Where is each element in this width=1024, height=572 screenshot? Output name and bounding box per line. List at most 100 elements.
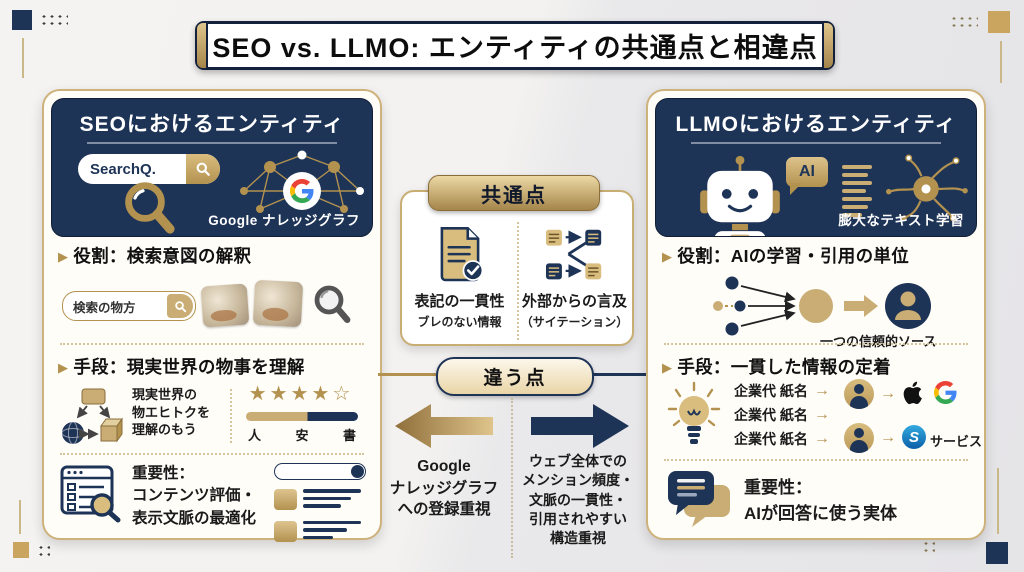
robot-icon (700, 155, 780, 236)
person-icon (844, 379, 874, 409)
magnifier-icon (196, 162, 210, 176)
diff-right-text: ウェブ全体での メンション頻度・ 文脈の一貫性・ 引用されやすい 構造重視 (522, 453, 634, 547)
serp-thumbnail (274, 489, 297, 510)
text-lines-icon (842, 165, 874, 217)
common-item-consistency: 表記の一貫性 ブレのない情報 (402, 218, 517, 338)
content-audit-icon (60, 465, 121, 523)
title-banner: SEO vs. LLMO: エンティティの共通点と相違点 (195, 21, 835, 70)
separator (60, 343, 364, 345)
rating-bar (246, 412, 358, 421)
serp-mockup (274, 463, 366, 543)
llmo-header-rule (691, 142, 941, 144)
company-name-text: 企業代 紙名 (734, 383, 808, 399)
service-logo-icon: S (902, 425, 926, 449)
rating-label-3: 書 (342, 428, 356, 443)
neuron-icon (886, 154, 968, 222)
common-item-subtitle: ブレのない情報 (417, 315, 502, 329)
llmo-method-heading: 手段：一貫した情報の定着 (662, 354, 891, 379)
apple-icon (903, 381, 922, 405)
diff-left-text: Google ナレッジグラフ への登録重視 (389, 458, 499, 519)
company-name-row: 企業代 紙名 → (734, 429, 830, 449)
magnifier-gray-icon (314, 285, 351, 323)
service-logo-letter: S (908, 428, 919, 446)
corner-dots-bottom-right-2 (922, 540, 935, 552)
separator (60, 453, 364, 455)
google-icon (934, 381, 957, 404)
serp-search-bar (274, 463, 366, 480)
lightbulb-icon (667, 381, 721, 444)
accent-line-top-right (1000, 41, 1002, 83)
arrow-right-icon: → (813, 430, 830, 447)
seo-panel-header: SEOにおけるエンティティ SearchQ. (51, 98, 373, 237)
separator (230, 389, 232, 443)
difference-badge: 違う点 (436, 357, 594, 396)
rating-labels: 人 安 書 (248, 425, 356, 444)
corner-square-top-left (12, 10, 32, 30)
corner-dots-top-left (40, 13, 68, 26)
llmo-panel-title: LLMOにおけるエンティティ (675, 113, 957, 136)
corner-dots-bottom-left (37, 544, 50, 556)
arrow-right-icon: → (813, 382, 830, 399)
magnifier-large-icon (125, 182, 175, 234)
star-rating: ★★★★☆ (248, 383, 354, 405)
title-gold-cap-right (822, 23, 833, 68)
common-item-citation: 外部からの言及 （サイテーション） (517, 218, 632, 338)
person-icon (844, 423, 874, 453)
common-points-card: 表記の一貫性 ブレのない情報 (400, 190, 634, 346)
ai-bubble-icon: AI (786, 157, 828, 195)
company-name-row: 企業代 紙名 → (734, 381, 830, 401)
accent-line-top-left (22, 38, 24, 78)
separator (664, 343, 968, 345)
seo-method-note: 現実世界の 物エヒトクを 理解のもう (132, 387, 211, 438)
llmo-importance-text: 重要性： AIが回答に使う実体 (744, 478, 897, 524)
common-item-subtitle: （サイテーション） (520, 315, 629, 329)
llmo-role-caption: 一つの信頼的ソース (820, 334, 937, 349)
serp-result-row (274, 520, 366, 544)
mini-search-button-icon (167, 294, 193, 318)
seo-method-heading: 手段：現実世界の物事を理解 (58, 354, 305, 379)
entity-cube-diagram-icon (61, 388, 123, 445)
knowledge-graph-icon (240, 150, 364, 213)
source-convergence-diagram (713, 276, 931, 336)
left-arrow-icon (395, 404, 493, 448)
llmo-panel-header: LLMOにおけるエンティティ AI (655, 98, 977, 237)
citation-network-icon (545, 229, 601, 280)
corner-square-top-right (988, 11, 1010, 33)
accent-line-bottom-left (19, 500, 21, 534)
seo-importance-text: 重要性： コンテンツ評価・ 表示文脈の最適化 (132, 465, 257, 527)
corner-dots-top-right (950, 15, 978, 28)
serp-thumbnail (274, 520, 297, 542)
magnifier-icon (174, 300, 186, 312)
arrow-right-icon: → (880, 385, 896, 402)
object-photo-2 (252, 279, 304, 328)
serp-result-row (274, 489, 366, 512)
separator (517, 222, 519, 340)
serp-text-lines (303, 489, 361, 512)
object-photo-1 (200, 283, 250, 328)
seo-role-search-pill: 検索の物方 (62, 291, 196, 321)
common-item-title: 表記の一貫性 (414, 293, 505, 310)
seo-search-text: SearchQ. (90, 160, 156, 178)
ai-label: AI (799, 163, 815, 180)
llmo-header-caption: 膨大なテキスト学習 (838, 213, 964, 228)
serp-search-icon (351, 465, 364, 478)
accent-line-bottom-right (997, 468, 999, 534)
connector-line-left (378, 373, 436, 376)
common-points-badge: 共通点 (428, 175, 600, 211)
seo-header-caption: Google ナレッジグラフ (208, 213, 360, 228)
company-name-text: 企業代 紙名 (734, 431, 808, 447)
seo-header-rule (87, 142, 337, 144)
serp-text-lines (303, 520, 361, 544)
company-name-row: 企業代 紙名 → (734, 405, 830, 425)
title-gold-cap-left (197, 23, 208, 68)
separator (664, 459, 968, 461)
seo-panel: SEOにおけるエンティティ SearchQ. (42, 89, 382, 543)
rating-label-2: 安 (295, 428, 309, 443)
llmo-role-heading: 役割：AIの学習・引用の単位 (662, 243, 909, 268)
common-item-title: 外部からの言及 (521, 293, 627, 310)
right-arrow-icon (531, 404, 629, 448)
service-label: サービス (930, 434, 983, 449)
document-check-icon (440, 226, 483, 282)
company-name-text: 企業代 紙名 (734, 407, 808, 423)
